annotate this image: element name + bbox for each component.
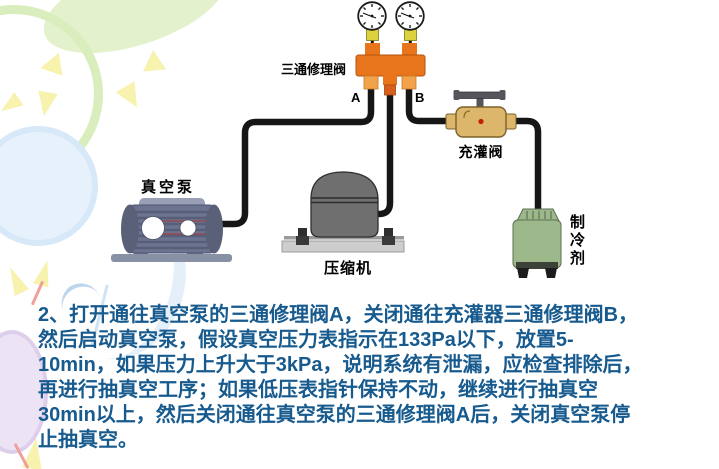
compressor-label: 压缩机 xyxy=(323,260,372,277)
instruction-line: 2、打开通往真空泵的三通修理阀A，关闭通往充灌器三通修理阀B， xyxy=(38,304,639,326)
manifold-gauge-set xyxy=(355,1,426,96)
vacuum-pump xyxy=(111,198,232,262)
instruction-text: 2、打开通往真空泵的三通修理阀A，关闭通往充灌器三通修理阀B， 然后启动真空泵，… xyxy=(38,303,706,453)
hose-valve-to-cylinder xyxy=(503,117,542,214)
refrigerant-cylinder xyxy=(512,208,562,278)
instruction-line: 10min，如果压力上升大于3kPa，说明系统有泄漏，应检查排除后， xyxy=(38,354,643,376)
manifold-valve-label: 三通修理阀 xyxy=(280,62,346,77)
charge-valve-label: 充灌阀 xyxy=(458,144,504,160)
instruction-line: 30min以上，然后关闭通往真空泵的三通修理阀A后，关闭真空泵停 xyxy=(38,404,631,426)
instruction-line: 止抽真空。 xyxy=(38,429,138,451)
compressor xyxy=(281,171,405,253)
instruction-line: 再进行抽真空工序；如果低压表指针保持不动，继续进行抽真空 xyxy=(38,379,598,401)
hose-a-to-pump xyxy=(214,88,375,228)
refrigerant-label: 制冷剂 xyxy=(568,214,585,268)
pressure-gauge-high-icon xyxy=(395,1,425,31)
pressure-gauge-low-icon xyxy=(357,1,387,31)
port-b-label: B xyxy=(415,90,425,105)
hose-center-to-compressor xyxy=(371,94,394,218)
hose-b-to-valve xyxy=(405,88,460,125)
charging-valve xyxy=(445,90,517,138)
instruction-line: 然后启动真空泵，假设真空压力表指示在133Pa以下，放置5- xyxy=(38,329,574,351)
port-a-label: A xyxy=(351,90,361,105)
vacuum-pump-label: 真空泵 xyxy=(140,179,195,196)
